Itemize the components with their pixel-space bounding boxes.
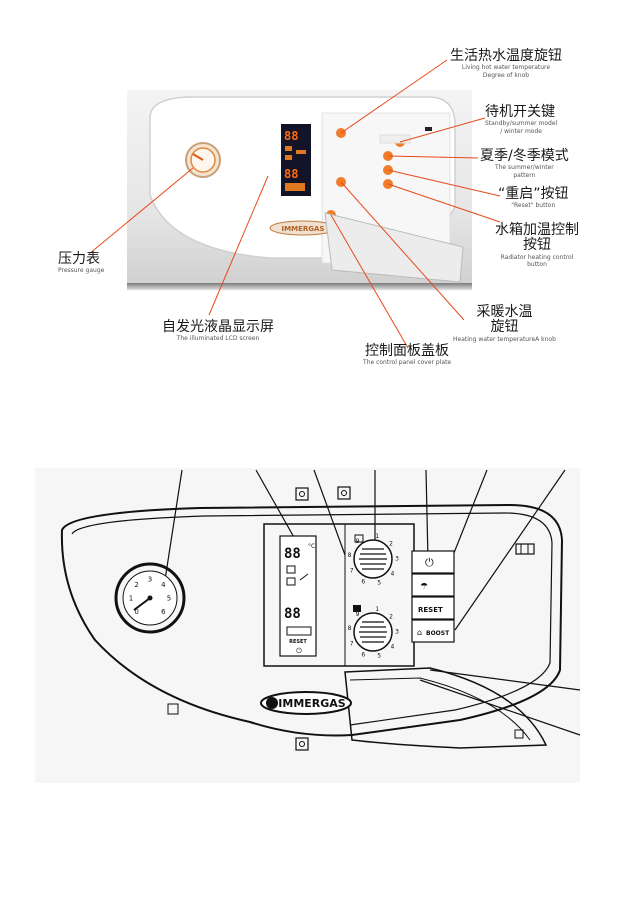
svg-text:IMMERGAS: IMMERGAS [282, 225, 325, 233]
dhw-knob-tick-3: 4 [390, 571, 394, 578]
svg-text:RESET: RESET [289, 639, 307, 645]
svg-text:°C: °C [308, 543, 315, 550]
svg-text:88: 88 [284, 129, 298, 143]
callout-lcd-screen: 自发光液晶显示屏 The illuminated LCD screen [162, 319, 274, 343]
svg-text:88: 88 [284, 606, 301, 622]
callout-heating-knob: 采暖水温 旋钮 Heating water temperatureA knob [453, 304, 556, 343]
gauge-tick-5: 5 [167, 595, 171, 603]
dhw-knob-tick-1: 2 [389, 541, 393, 548]
dhw-knob-tick-6: 7 [350, 568, 354, 575]
heating-knob-tick-8: 9 [356, 611, 360, 618]
top-leader-lines [88, 59, 501, 349]
svg-text:⏻: ⏻ [425, 556, 434, 569]
gauge-tick-6: 6 [161, 608, 166, 616]
heating-knob-tick-3: 4 [390, 644, 394, 651]
gauge-tick-1: 1 [129, 595, 133, 603]
heating-knob-tick-0: 1 [375, 606, 379, 613]
bottom-pressure-gauge: 012 3 456 [114, 562, 186, 634]
bottom-lcd: 88 °C 88 RESET ⏻ [279, 535, 317, 657]
heating-knob-tick-2: 3 [395, 629, 399, 636]
dhw-knob-tick-0: 1 [375, 533, 379, 540]
callout-radiator-heating: 水箱加温控制 按钮 Radiator heating control butto… [495, 222, 579, 269]
svg-text:☂: ☂ [420, 582, 428, 592]
bottom-brand-plate: IMMERGAS [260, 691, 352, 715]
callout-reset-button: “重启”按钮 "Reset" button [498, 186, 569, 210]
top-panel-photo: 88 88 IMMERGAS [127, 90, 472, 291]
svg-text:RESET: RESET [418, 606, 443, 614]
bottom-button-column: ⏻ ☂ RESET ⌂ BOOST [411, 550, 455, 643]
dhw-knob-tick-4: 5 [377, 580, 381, 587]
heating-knob-tick-7: 8 [348, 625, 352, 632]
top-pressure-gauge [185, 142, 221, 178]
callout-cover-plate: 控制面板盖板 The control panel cover plate [363, 343, 452, 367]
heating-knob-tick-4: 5 [377, 653, 381, 660]
callout-dhw-knob: 生活热水温度旋钮 Living hot water temperature De… [450, 48, 562, 79]
svg-text:BOOST: BOOST [426, 630, 450, 637]
heating-knob-tick-1: 2 [389, 614, 393, 621]
callout-pressure-gauge: 压力表 Pressure gauge [58, 251, 105, 275]
dhw-knob-tick-7: 8 [348, 552, 352, 559]
svg-text:⏻: ⏻ [296, 647, 302, 655]
dhw-knob-tick-5: 6 [361, 579, 365, 586]
heating-knob-tick-6: 7 [350, 641, 354, 648]
gauge-tick-3: 3 [148, 576, 152, 584]
gauge-tick-0: 0 [134, 608, 138, 616]
callout-season-mode: 夏季/冬季模式 The summer/winter pattern [480, 148, 569, 179]
svg-text:88: 88 [284, 167, 298, 181]
gauge-tick-4: 4 [161, 581, 166, 589]
svg-text:IMMERGAS: IMMERGAS [278, 697, 346, 710]
gauge-tick-2: 2 [134, 581, 138, 589]
svg-text:⌂: ⌂ [417, 628, 422, 637]
dhw-knob-tick-2: 3 [395, 556, 399, 563]
callout-standby-switch: 待机开关键 Standby/summer model / winter mode [485, 104, 558, 135]
svg-text:88: 88 [284, 546, 301, 562]
heating-knob-tick-5: 6 [361, 652, 365, 659]
top-lcd-screen: 88 88 [281, 124, 311, 196]
